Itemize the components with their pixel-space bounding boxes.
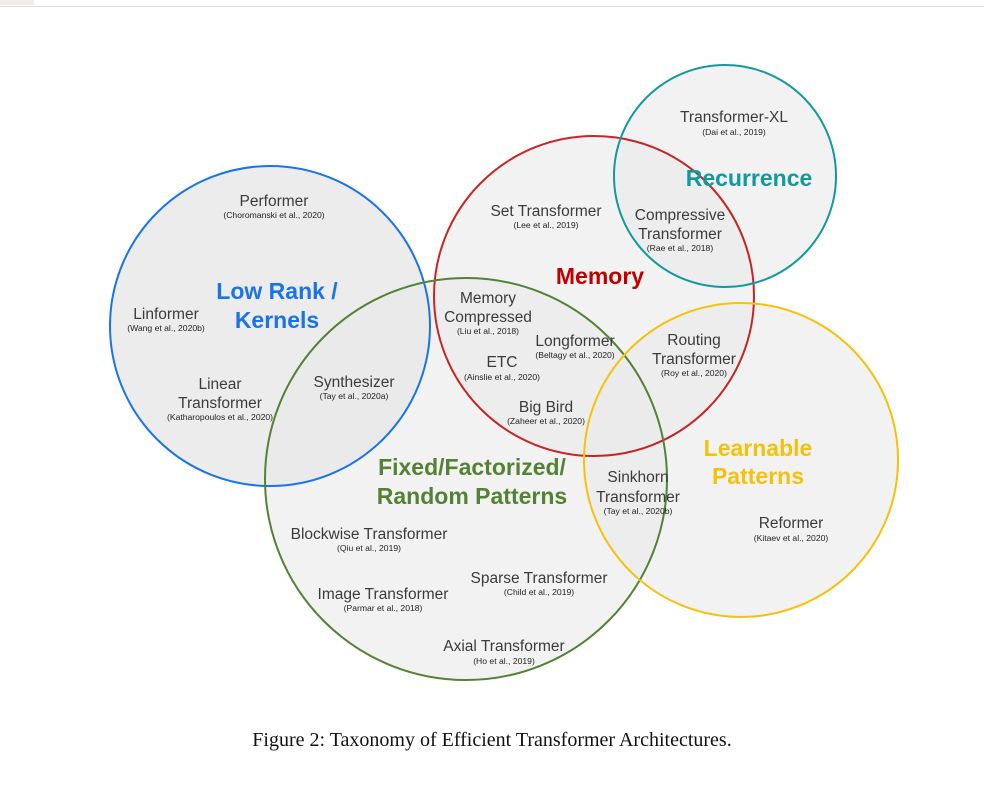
- group-low-rank-line2: Kernels: [235, 307, 319, 333]
- group-labels: Low Rank / Kernels Memory Recurrence Fix…: [216, 165, 812, 509]
- performer-name: Performer: [240, 193, 309, 210]
- linear-transformer-name-line2: Transformer: [178, 395, 262, 412]
- sinkhorn-transformer-name-line2: Transformer: [596, 489, 680, 506]
- group-low-rank-line1: Low Rank /: [216, 278, 338, 304]
- routing-transformer-name-line1: Routing: [667, 332, 720, 349]
- transformer-xl-cite: (Dai et al., 2019): [702, 127, 766, 137]
- figure-caption: Figure 2: Taxonomy of Efficient Transfor…: [252, 729, 732, 751]
- linear-transformer-name-line1: Linear: [198, 376, 241, 393]
- page-top-border: [0, 0, 984, 7]
- memory-compressed-name-line1: Memory: [460, 290, 516, 307]
- model-labels: Performer (Choromanski et al., 2020) Lin…: [127, 109, 828, 666]
- etc-cite: (Ainslie et al., 2020): [464, 372, 540, 382]
- linear-transformer-cite: (Katharopoulos et al., 2020): [167, 412, 273, 422]
- synthesizer-name: Synthesizer: [314, 374, 395, 391]
- sparse-transformer-cite: (Child et al., 2019): [504, 587, 574, 597]
- fill-learnable: [584, 303, 898, 617]
- page-tab-marker: [0, 0, 34, 5]
- set-transformer-cite: (Lee et al., 2019): [514, 220, 579, 230]
- outline-low-rank: [109, 165, 431, 487]
- synthesizer-cite: (Tay et al., 2020a): [320, 391, 389, 401]
- group-memory: Memory: [556, 263, 644, 289]
- big-bird-name: Big Bird: [519, 399, 573, 416]
- transformer-xl-name: Transformer-XL: [680, 109, 788, 126]
- big-bird-cite: (Zaheer et al., 2020): [507, 416, 585, 426]
- circle-fills: [110, 65, 898, 680]
- circle-outlines: [109, 64, 899, 681]
- image-transformer-cite: (Parmar et al., 2018): [344, 603, 423, 613]
- group-fixed-line2: Random Patterns: [377, 483, 567, 509]
- memory-compressed-cite: (Liu et al., 2018): [457, 326, 519, 336]
- routing-transformer-cite: (Roy et al., 2020): [661, 368, 727, 378]
- sinkhorn-transformer-cite: (Tay et al., 2020b): [604, 506, 673, 516]
- reformer-cite: (Kitaev et al., 2020): [754, 533, 829, 543]
- longformer-cite: (Beltagy et al., 2020): [535, 350, 614, 360]
- taxonomy-venn-diagram: Low Rank / Kernels Memory Recurrence Fix…: [109, 64, 899, 681]
- outline-memory: [433, 135, 755, 457]
- group-learnable-line1: Learnable: [704, 435, 813, 461]
- compressive-transformer-name-line2: Transformer: [638, 226, 722, 243]
- memory-compressed-name-line2: Compressed: [444, 309, 532, 326]
- compressive-transformer-name-line1: Compressive: [635, 207, 725, 224]
- sparse-transformer-name: Sparse Transformer: [471, 570, 608, 587]
- group-learnable-line2: Patterns: [712, 463, 804, 489]
- longformer-name: Longformer: [535, 333, 614, 350]
- group-recurrence: Recurrence: [686, 165, 813, 191]
- linformer-cite: (Wang et al., 2020b): [127, 323, 205, 333]
- routing-transformer-name-line2: Transformer: [652, 351, 736, 368]
- blockwise-transformer-name: Blockwise Transformer: [291, 526, 448, 543]
- set-transformer-name: Set Transformer: [490, 203, 601, 220]
- outline-learnable: [583, 302, 899, 618]
- fill-recurrence: [614, 65, 836, 287]
- linformer-name: Linformer: [133, 306, 198, 323]
- etc-name: ETC: [487, 354, 518, 371]
- image-transformer-name: Image Transformer: [318, 586, 449, 603]
- performer-cite: (Choromanski et al., 2020): [223, 210, 324, 220]
- sinkhorn-transformer-name-line1: Sinkhorn: [607, 469, 668, 486]
- group-fixed-line1: Fixed/Factorized/: [378, 454, 566, 480]
- axial-transformer-name: Axial Transformer: [443, 638, 564, 655]
- axial-transformer-cite: (Ho et al., 2019): [473, 656, 535, 666]
- outline-fixed: [264, 277, 668, 681]
- outline-recurrence: [613, 64, 837, 288]
- blockwise-transformer-cite: (Qiu et al., 2019): [337, 543, 401, 553]
- compressive-transformer-cite: (Rae et al., 2018): [647, 243, 714, 253]
- reformer-name: Reformer: [759, 515, 824, 532]
